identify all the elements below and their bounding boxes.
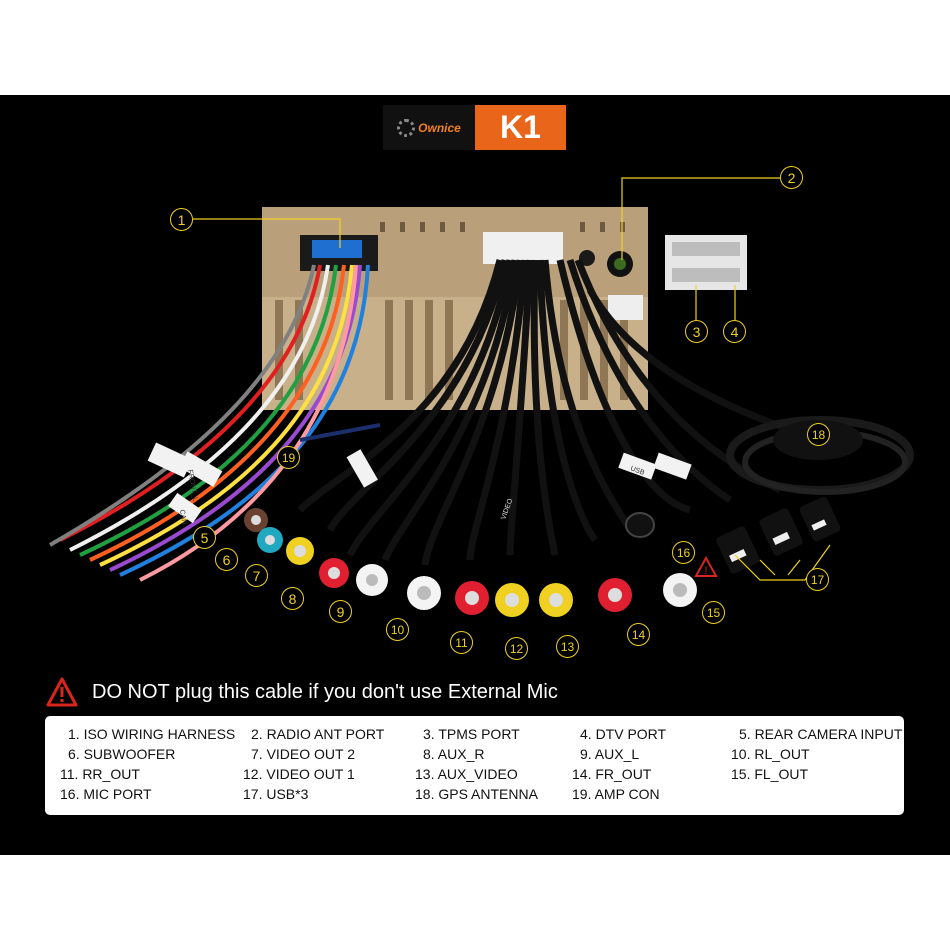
callout-leaders [193, 177, 831, 581]
callout-13: 13 [556, 635, 579, 658]
tpms-dtv-connector [665, 235, 747, 290]
cable-tags [147, 442, 692, 524]
plug-fl-out [663, 573, 697, 607]
legend-item: 1. ISO WIRING HARNESS [68, 726, 236, 742]
legend-item: 18. GPS ANTENNA [415, 786, 538, 802]
plug-subwoofer [257, 527, 283, 553]
legend-item: 7. VIDEO OUT 2 [251, 746, 355, 762]
plug-rr-out [455, 581, 489, 615]
rca-black-cables [297, 258, 822, 566]
logo-model-text: K1 [475, 105, 566, 150]
plug-aux-r [319, 558, 349, 588]
warning-triangle-icon [46, 677, 78, 707]
legend-item: 5. REAR CAMERA INPUT [739, 726, 903, 742]
logo-ring-icon [397, 118, 416, 137]
legend-item: 13. AUX_VIDEO [415, 766, 518, 782]
callout-15: 15 [702, 601, 725, 624]
plug-mic [625, 512, 655, 538]
legend-item: 11. RR_OUT [60, 766, 140, 782]
callout-10: 10 [386, 618, 409, 641]
brand-logo: Ownice K1 [383, 105, 566, 150]
legend-item: 17. USB*3 [243, 786, 309, 802]
plug-aux-l [356, 564, 388, 596]
callout-7: 7 [245, 564, 268, 587]
legend-item: 8. AUX_R [423, 746, 485, 762]
svg-text:!: ! [704, 565, 707, 577]
rca-plugs [244, 508, 697, 617]
legend-item: 3. TPMS PORT [423, 726, 520, 742]
callout-5: 5 [193, 526, 216, 549]
callout-12: 12 [505, 637, 528, 660]
callout-19: 19 [277, 446, 300, 469]
warning-text: DO NOT plug this cable if you don't use … [92, 680, 558, 703]
callout-3: 3 [685, 320, 708, 343]
callout-6: 6 [215, 548, 238, 571]
legend-item: 12. VIDEO OUT 1 [243, 766, 355, 782]
callout-17: 17 [806, 568, 829, 591]
amp-con-wire [299, 423, 381, 442]
tag-label-b: CAN [178, 509, 187, 525]
plug-video-out-2 [286, 537, 314, 565]
plug-fr-out [598, 578, 632, 612]
plug-video-out-1 [495, 583, 529, 617]
legend-item: 2. RADIO ANT PORT [251, 726, 385, 742]
legend-item: 10. RL_OUT [731, 746, 810, 762]
callout-18: 18 [807, 423, 830, 446]
plug-aux-video [539, 583, 573, 617]
callout-16: 16 [672, 541, 695, 564]
callout-1: 1 [170, 208, 193, 231]
legend-item: 16. MIC PORT [60, 786, 152, 802]
callout-9: 9 [329, 600, 352, 623]
tag-label-c: USB [629, 465, 645, 477]
logo-brand-block: Ownice [383, 105, 475, 150]
legend-item: 4. DTV PORT [580, 726, 667, 742]
legend-item: 19. AMP CON [572, 786, 660, 802]
plug-rear-camera [244, 508, 268, 532]
gps-antenna [726, 416, 914, 495]
mic-warning: DO NOT plug this cable if you don't use … [46, 675, 558, 709]
plug-rl-out [407, 576, 441, 610]
logo-brand-text: Ownice [418, 120, 461, 135]
callout-4: 4 [723, 320, 746, 343]
legend-item: 14. FR_OUT [572, 766, 652, 782]
legend-item: 15. FL_OUT [731, 766, 809, 782]
callout-11: 11 [450, 631, 473, 654]
port-legend: 1. ISO WIRING HARNESS 2. RADIO ANT PORT … [45, 716, 904, 815]
callout-2: 2 [780, 166, 803, 189]
mic-warning-icon: ! [694, 555, 718, 577]
callout-14: 14 [627, 623, 650, 646]
legend-item: 9. AUX_L [580, 746, 640, 762]
usb-connectors [716, 496, 841, 574]
callout-8: 8 [281, 587, 304, 610]
legend-item: 6. SUBWOOFER [68, 746, 176, 762]
